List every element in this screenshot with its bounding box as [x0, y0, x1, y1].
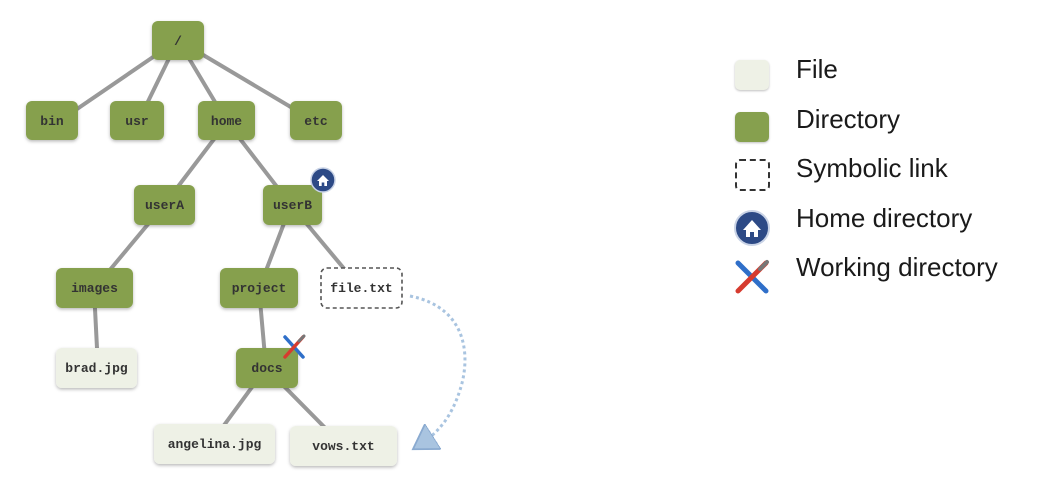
file-node-vows-txt[interactable]: vows.txt	[290, 426, 397, 466]
node-label-userB: userB	[273, 198, 312, 213]
directory-node-userA[interactable]: userA	[134, 185, 195, 225]
node-label-bin: bin	[40, 114, 64, 129]
node-label-vows-txt: vows.txt	[312, 439, 374, 454]
legend-label-home: Home directory	[796, 202, 973, 233]
home-icon	[734, 209, 770, 246]
legend-label-working: Working directory	[796, 252, 998, 282]
node-label-project: project	[232, 281, 287, 296]
directory-node-project[interactable]: project	[220, 268, 298, 308]
file-node-brad-jpg[interactable]: brad.jpg	[56, 348, 137, 388]
tools-icon	[735, 260, 769, 294]
legend-label-symlink: Symbolic link	[796, 153, 948, 183]
node-label-docs: docs	[251, 361, 282, 376]
symlink-node-file-txt[interactable]: file.txt	[320, 267, 403, 309]
node-label-brad-jpg: brad.jpg	[65, 361, 128, 376]
directory-node-etc[interactable]: etc	[290, 101, 342, 140]
home-icon	[310, 167, 336, 193]
file-swatch	[733, 60, 771, 94]
node-label-usr: usr	[125, 114, 148, 129]
node-label-angelina-jpg: angelina.jpg	[168, 437, 262, 452]
filesystem-tree-diagram: / bin usr home etc userA userB images pr…	[26, 21, 467, 466]
node-label-home: home	[211, 114, 242, 129]
legend-label-file: File	[796, 54, 838, 84]
tools-icon	[283, 334, 306, 359]
directory-node-userB[interactable]: userB	[263, 185, 322, 225]
node-label-root: /	[174, 34, 182, 49]
file-node-angelina-jpg[interactable]: angelina.jpg	[154, 424, 275, 464]
symlink-arrow	[409, 294, 467, 446]
node-label-file-txt: file.txt	[330, 281, 392, 296]
node-label-etc: etc	[304, 114, 328, 129]
directory-node-docs[interactable]: docs	[236, 348, 298, 388]
directory-node-images[interactable]: images	[56, 268, 133, 308]
directory-node-usr[interactable]: usr	[110, 101, 164, 140]
directory-node-home[interactable]: home	[198, 101, 255, 140]
symlink-swatch	[733, 159, 771, 193]
node-label-userA: userA	[145, 198, 184, 213]
legend-label-directory: Directory	[796, 103, 901, 134]
node-label-images: images	[71, 281, 118, 296]
directory-node-bin[interactable]: bin	[26, 101, 78, 140]
directory-swatch	[733, 110, 771, 144]
directory-node-root[interactable]: /	[152, 21, 204, 60]
